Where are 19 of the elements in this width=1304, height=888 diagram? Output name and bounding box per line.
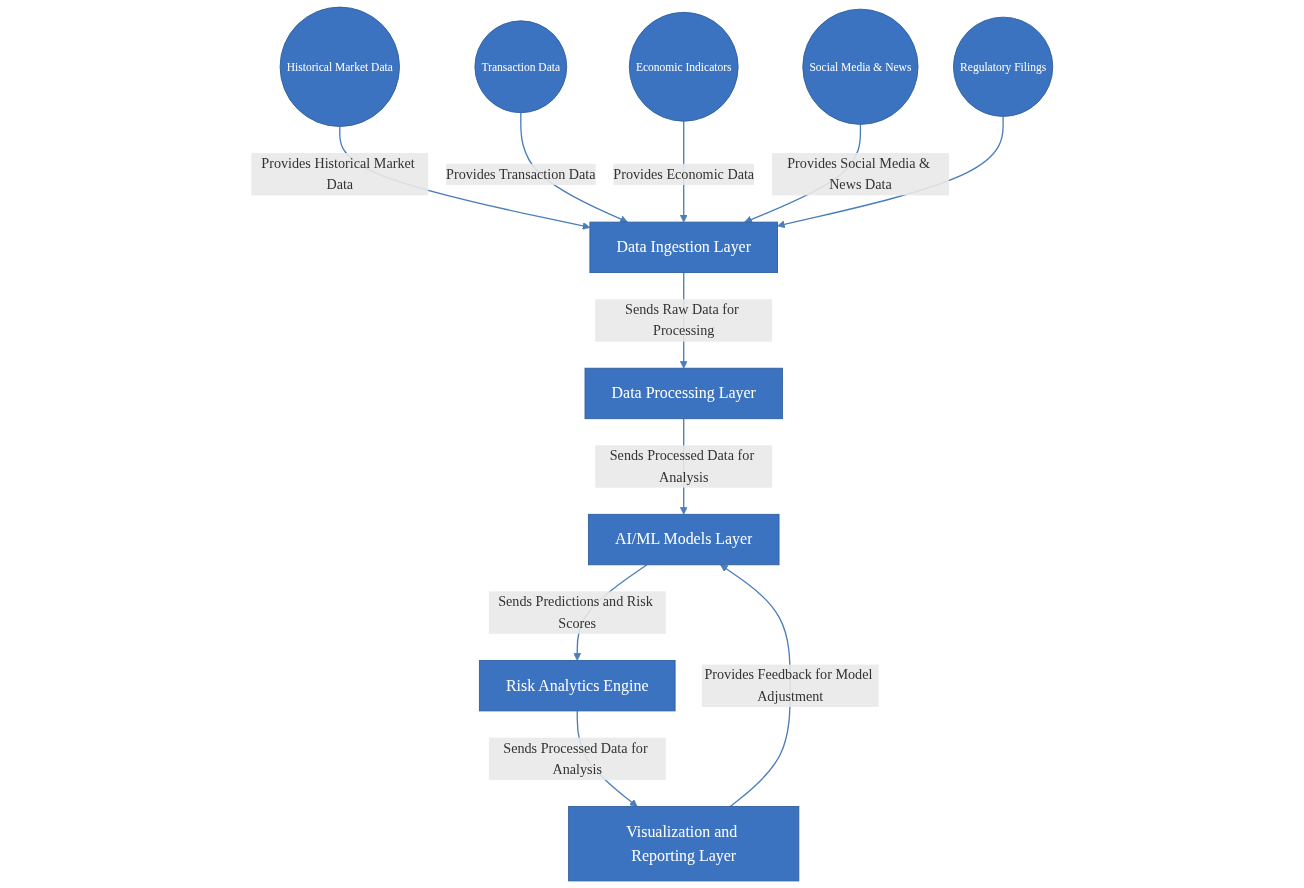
- node-circle: Economic Indicators: [628, 11, 739, 122]
- node-box: Visualization and Reporting Layer: [568, 806, 800, 882]
- node-box: AI/ML Models Layer: [587, 513, 780, 566]
- node-circle: Transaction Data: [474, 20, 568, 114]
- edge-label: Provides Historical Market Data: [261, 155, 415, 193]
- node-circle: Regulatory Filings: [953, 16, 1054, 117]
- edge-label: Sends Processed Data for Analysis: [609, 447, 755, 485]
- edge-label: Sends Processed Data for Analysis: [503, 740, 648, 777]
- node-box: Risk Analytics Engine: [478, 660, 676, 712]
- edge-label: Provides Economic Data: [613, 166, 755, 182]
- node-box: Data Processing Layer: [584, 367, 783, 420]
- node-circle: Social Media & News: [802, 8, 919, 125]
- node-box: Data Ingestion Layer: [589, 221, 778, 274]
- edge-label: Sends Predictions and Risk Scores: [498, 594, 653, 631]
- edge-label: Sends Raw Data for Processing: [625, 301, 739, 339]
- edge-label: Provides Social Media & News Data: [787, 155, 931, 193]
- edge-label: Provides Feedback for Model Adjustment: [704, 667, 873, 704]
- edge-label: Provides Transaction Data: [446, 166, 596, 182]
- node-circle: Historical Market Data: [279, 6, 400, 127]
